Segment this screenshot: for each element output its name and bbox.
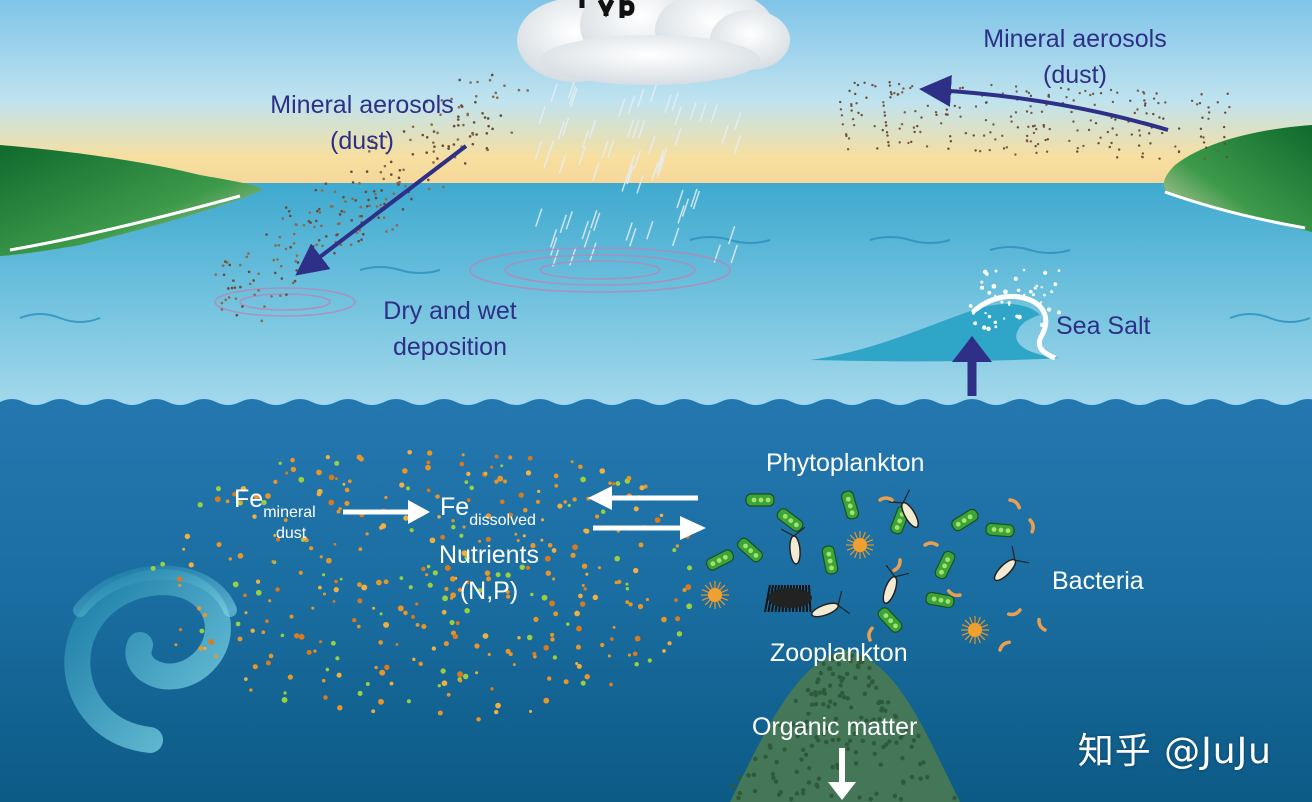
nutrients-label: Nutrients (N,P) [438,541,540,605]
plankton-cluster [701,489,1047,652]
bacteria-icon [946,589,962,598]
bacteria-label: Bacteria [1052,567,1144,595]
sea-salt-label: Sea Salt [1056,312,1151,340]
phytoplankton-icon [821,545,839,575]
deep-ocean [0,399,1312,802]
phytoplankton-icon [737,537,763,563]
rain-ripples [469,247,731,293]
bacteria-icon [998,640,1011,652]
bacteria-icon [923,541,939,547]
exchange-arrow-left [588,486,698,510]
zooplankton-icon [882,564,909,605]
bacteria-icon [1006,608,1022,617]
phytoplankton-label: Phytoplankton [766,449,925,477]
aerosol-label-left: Mineral aerosols (dust) [270,91,454,155]
phytoplankton-icon [776,508,804,532]
phytoplankton-icon [985,522,1015,538]
fe-mineral-dust-label: Femineral dust [234,485,316,542]
cloud-icon [517,0,790,85]
organic-matter-label: Organic matter [752,713,918,741]
zooplankton-icon [780,526,806,565]
radiolarian-icon [701,581,729,609]
phytoplankton-icon [934,550,956,580]
zooplankton-icon [993,545,1030,582]
fe-conversion-arrow [343,500,430,524]
phytoplankton-icon [745,493,775,507]
bacteria-icon [892,558,902,573]
organic-matter-particles [730,653,957,802]
shore-foam-right [1164,190,1306,230]
phytoplankton-icon [951,508,979,532]
aerosol-label-right: Mineral aerosols (dust) [983,25,1167,89]
radiolarian-icon [846,531,874,559]
phytoplankton-icon [705,549,735,571]
zooplankton-icon [888,489,919,529]
fe-dissolved-label: Fedissolved [440,493,536,529]
phytoplankton-icon [925,591,955,609]
nutrient-particles [150,449,693,722]
sinking-arrow [828,748,856,800]
zooplankton-icon [810,591,851,618]
bacteria-icon [867,626,874,642]
sea-salt-arrow-head [952,336,992,362]
radiolarian-icon [961,616,989,644]
bacteria-icon [1037,617,1047,632]
surface-ripples [19,236,1311,323]
dust-arrow-left [295,144,468,276]
eddy-icon [64,565,237,753]
ocean-surface [0,183,1312,405]
dust-ripples [214,287,356,317]
phytoplankton-icon [877,607,903,633]
cloud-title-fragment [579,0,635,18]
dust-particles-right [839,81,1231,161]
exchange-arrow-right [593,516,706,540]
bacteria-icon [1028,518,1035,534]
dust-particles-left [214,73,529,323]
deposition-label: Dry and wet deposition [383,297,517,361]
bacteria-icon [1008,498,1021,510]
dust-arrow-right [919,74,1169,132]
zooplankton-label: Zooplankton [770,639,908,667]
organic-matter-cone [730,650,960,802]
wave-icon [810,268,1061,362]
watermark: 知乎 @JuJu [1077,731,1272,772]
bacteria-icon [878,496,894,502]
shore-foam-left [9,194,241,252]
rain-icon [534,79,742,267]
phytoplankton-icon [840,490,860,520]
land-right-icon [1163,125,1312,232]
land-left-icon [0,145,262,256]
copepod-icon [764,584,812,613]
